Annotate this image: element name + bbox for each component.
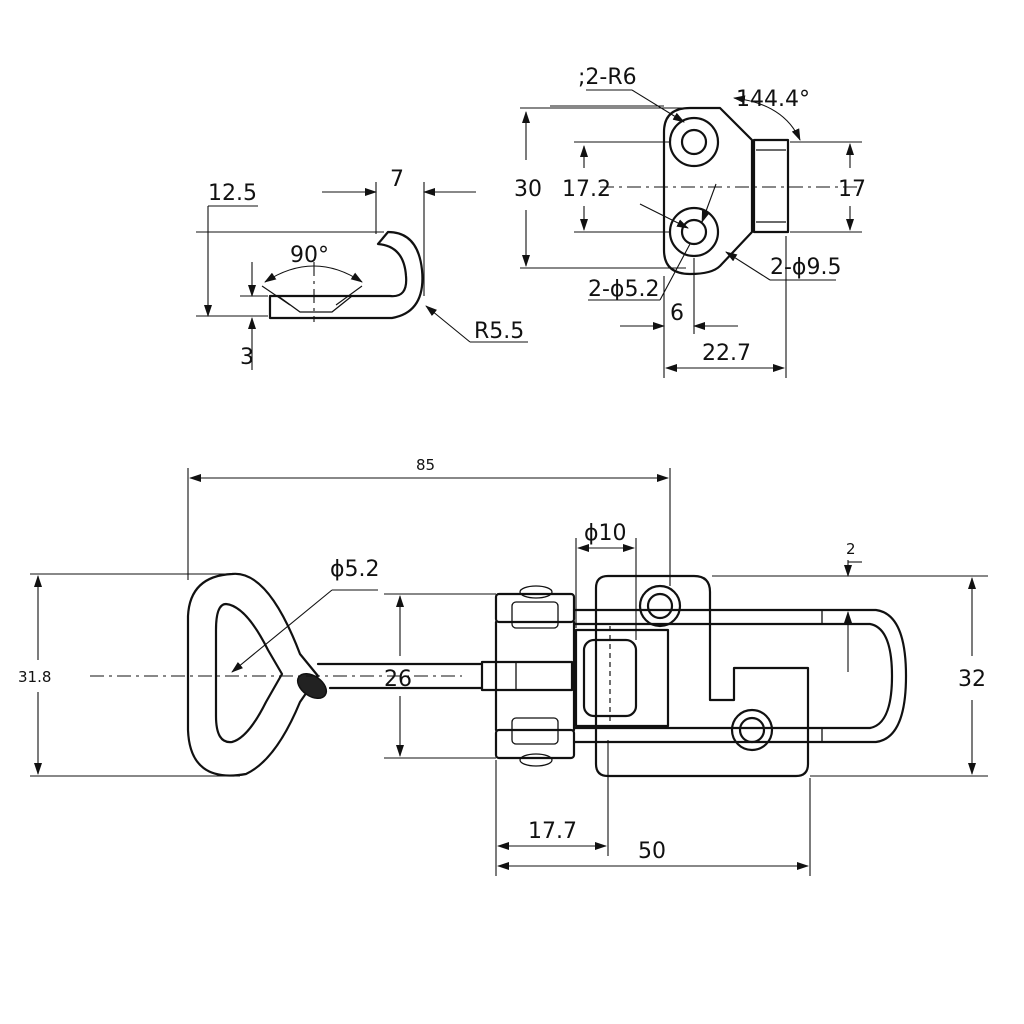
- plate-hole-leader: [659, 243, 691, 301]
- latch-hinge-body: [574, 628, 670, 728]
- plate-boss-leader: [725, 251, 771, 281]
- plate-boss-top: [668, 116, 720, 168]
- latch-dim318-label: 31.8: [18, 668, 51, 686]
- plate-hole-top: [680, 128, 708, 156]
- plate-view: 30 17.2 17 ;2-R6 144.4° 2-ϕ5.2 2-ϕ9.5: [514, 65, 866, 378]
- hook-radius-leader: [425, 305, 471, 343]
- plate-hole-leader-in2: [701, 183, 717, 223]
- latch-dim50-label: 50: [638, 839, 666, 864]
- plate-hole-bottom: [680, 218, 708, 246]
- plate-dim30-label: 30: [514, 177, 542, 202]
- latch-loop-inner: [214, 602, 284, 744]
- latch-hinge-barrel: [582, 638, 638, 718]
- hook-dim-height-label: 12.5: [208, 181, 257, 206]
- plate-dim172-label: 17.2: [562, 177, 611, 202]
- latch-mount-hole-top-boss: [638, 584, 682, 628]
- plate-boss-label: 2-ϕ9.5: [770, 255, 841, 280]
- latch-pivot-top: [494, 592, 576, 624]
- latch-loop-outer: [186, 572, 320, 777]
- latch-pivot-top-slot: [511, 601, 559, 629]
- hook-angle-arc: [264, 265, 363, 283]
- hook-angle-leg-left: [261, 285, 291, 306]
- plate-dim17-label: 17: [838, 177, 866, 202]
- hook-view: 90° 12.5 7 R5.5 3: [196, 167, 528, 370]
- latch-dim26-label: 26: [384, 667, 412, 692]
- latch-pivot-bottom: [494, 728, 576, 760]
- latch-mount-hole-bottom: [738, 716, 766, 744]
- latch-base: [594, 574, 810, 778]
- plate-dim227-label: 22.7: [702, 341, 751, 366]
- latch-mount-hole-bottom-boss: [730, 708, 774, 752]
- hook-angle-leg-right: [335, 285, 363, 306]
- hook-profile: [268, 230, 424, 320]
- latch-mount-hole-top: [646, 592, 674, 620]
- latch-pivot-bottom-slot: [511, 717, 559, 745]
- latch-dim32-label: 32: [958, 667, 986, 692]
- latch-rod-end: [480, 660, 574, 692]
- plate-angle-label: 144.4°: [736, 87, 810, 112]
- plate-dim6-label: 6: [670, 301, 684, 326]
- latch-dim2-label: 2: [846, 540, 856, 558]
- latch-pivot-bottom-pin: [519, 753, 553, 767]
- plate-hole-leader-in: [639, 203, 689, 229]
- hook-radius-label: R5.5: [474, 319, 524, 344]
- latch-dim85-label: 85: [416, 456, 435, 474]
- latch-phi10-label: ϕ10: [584, 521, 627, 546]
- latch-u-clamp-outer: [572, 608, 908, 744]
- plate-boss-bottom: [668, 206, 720, 258]
- latch-u-clamp-inner: [572, 622, 894, 730]
- plate-angle-arc: [733, 95, 801, 141]
- latch-hole-leader: [231, 589, 333, 673]
- plate-r6-leader: [631, 89, 685, 123]
- latch-view: 85 ϕ5.2 ϕ10 31.8 26 32 2: [18, 456, 988, 876]
- plate-tab: [752, 138, 790, 234]
- latch-hole-label: ϕ5.2: [330, 557, 380, 582]
- latch-dim177-label: 17.7: [528, 819, 577, 844]
- hook-angle-label: 90°: [290, 243, 329, 268]
- latch-pivot-top-pin: [519, 585, 553, 599]
- plate-outline: [662, 106, 754, 276]
- hook-thk-label: 3: [240, 345, 254, 370]
- plate-r6-label: ;2-R6: [578, 65, 637, 90]
- plate-hole-label: 2-ϕ5.2: [588, 277, 659, 302]
- hook-dim-width-label: 7: [390, 167, 404, 192]
- latch-weld: [296, 672, 328, 700]
